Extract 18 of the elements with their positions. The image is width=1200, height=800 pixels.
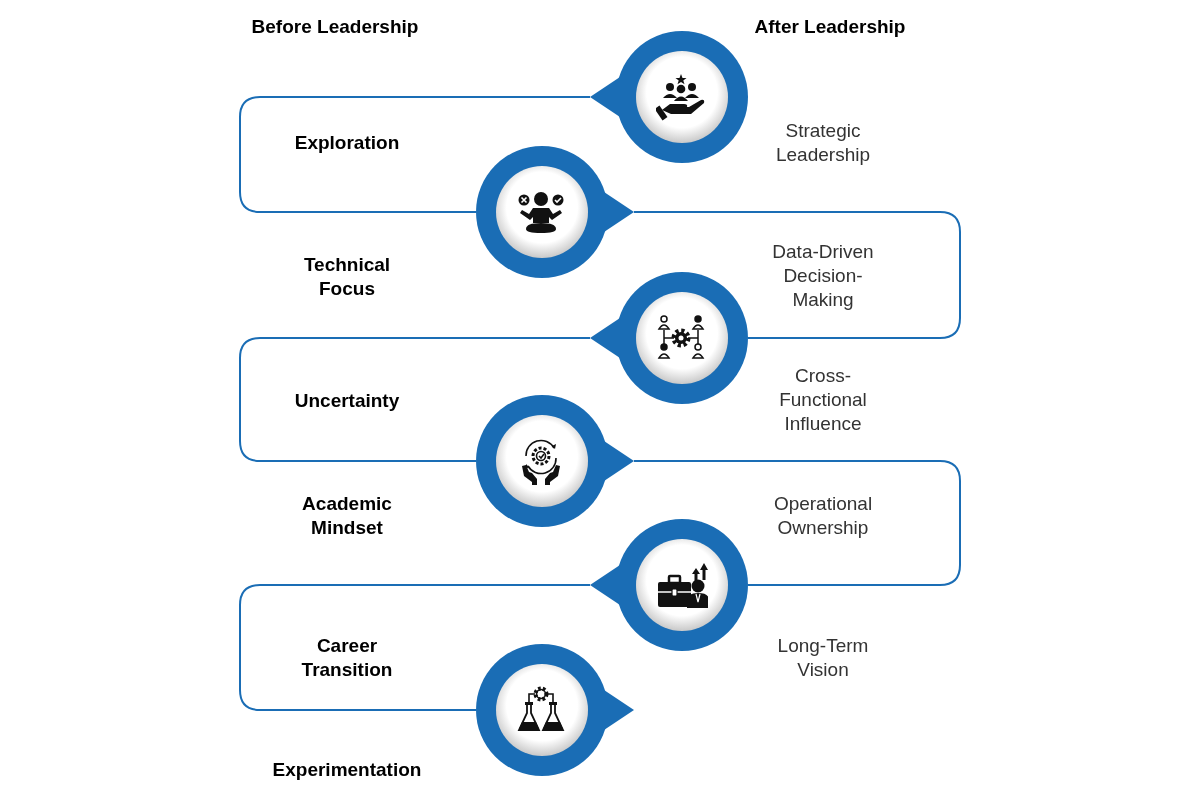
connector-line (239, 96, 591, 213)
after-item: Data-Driven Decision-Making (771, 240, 875, 312)
connector-line (633, 460, 961, 586)
column-heading: After Leadership (753, 15, 907, 39)
after-item: Operational Ownership (772, 492, 874, 540)
before-item: Academic Mindset (301, 492, 393, 540)
after-item: Strategic Leadership (775, 119, 871, 167)
connector-line (239, 337, 591, 462)
column-heading: Before Leadership (250, 15, 420, 39)
after-item: Long-Term Vision (776, 634, 870, 682)
before-item: Exploration (293, 131, 401, 155)
before-item: Uncertainty (293, 389, 401, 413)
before-item: Career Transition (300, 634, 394, 682)
before-item: Experimentation (271, 758, 423, 782)
before-item: Technical Focus (302, 253, 392, 301)
after-item: Cross-Functional Influence (778, 364, 868, 436)
connector-line (633, 211, 961, 339)
connector-line (239, 584, 591, 711)
